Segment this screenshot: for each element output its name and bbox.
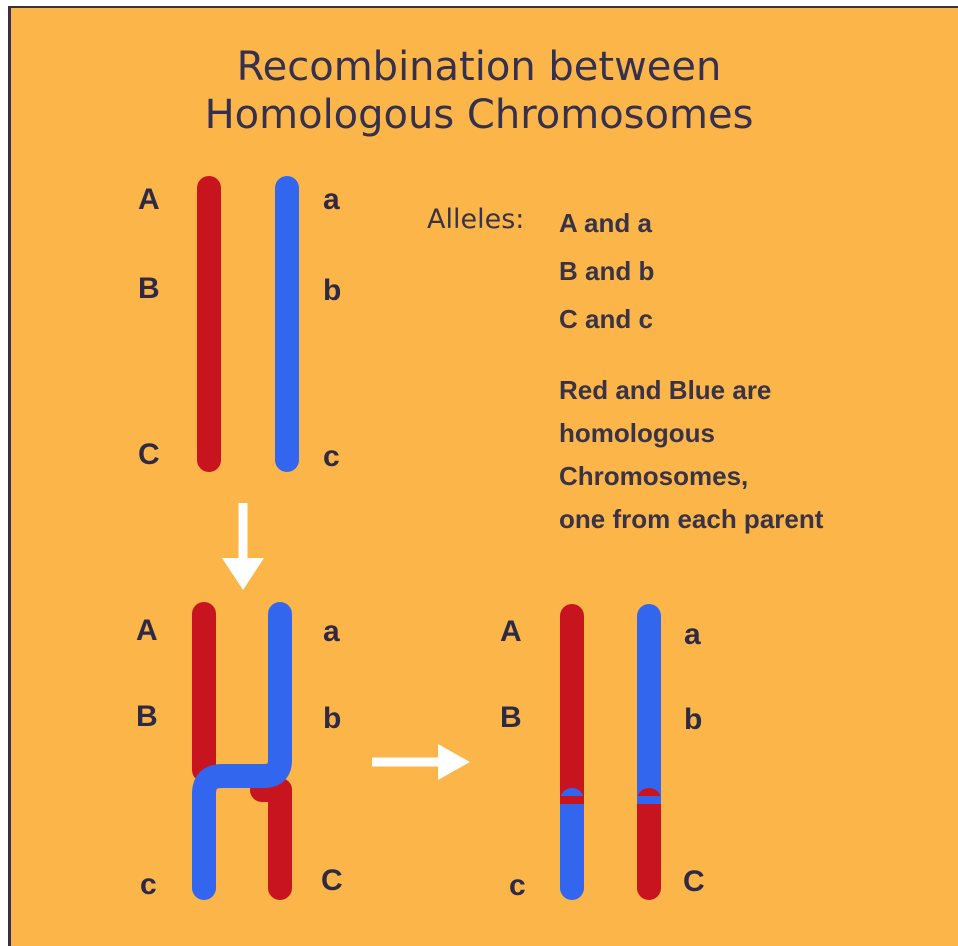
allele-pair-1: B and b — [559, 256, 654, 286]
allele-pair-0: A and a — [559, 208, 652, 238]
crossover-label-right-0: a — [323, 617, 340, 647]
result-label-left-2: c — [509, 871, 526, 901]
alleles-heading: Alleles: — [427, 205, 524, 235]
crossover-label-left-2: c — [140, 870, 157, 900]
recombinant-chromosome-right — [637, 616, 661, 888]
result-label-right-0: a — [684, 620, 701, 650]
right-arrow-icon — [372, 744, 470, 780]
crossover-label-right-2: C — [321, 866, 343, 896]
top-label-red-1: B — [138, 274, 160, 304]
top-label-red-0: A — [138, 185, 160, 215]
crossover-label-left-0: A — [136, 616, 158, 646]
top-label-blue-1: b — [323, 276, 341, 306]
top-label-blue-0: a — [323, 185, 340, 215]
allele-pair-2: C and c — [559, 304, 653, 334]
result-label-left-0: A — [500, 617, 522, 647]
crossover-chromosomes — [204, 614, 280, 888]
result-label-right-2: C — [683, 867, 705, 897]
note-line-1: homologous — [559, 418, 715, 448]
down-arrow-icon — [222, 503, 264, 590]
result-label-left-1: B — [500, 703, 522, 733]
note-line-3: one from each parent — [559, 504, 823, 534]
result-label-right-1: b — [684, 705, 702, 735]
crossover-label-left-1: B — [136, 702, 158, 732]
top-label-red-2: C — [138, 440, 160, 470]
crossover-label-right-1: b — [323, 704, 341, 734]
recombinant-chromosome-left — [560, 616, 584, 888]
note-line-2: Chromosomes, — [559, 461, 748, 491]
top-label-blue-2: c — [323, 442, 340, 472]
note-line-0: Red and Blue are — [559, 375, 771, 405]
